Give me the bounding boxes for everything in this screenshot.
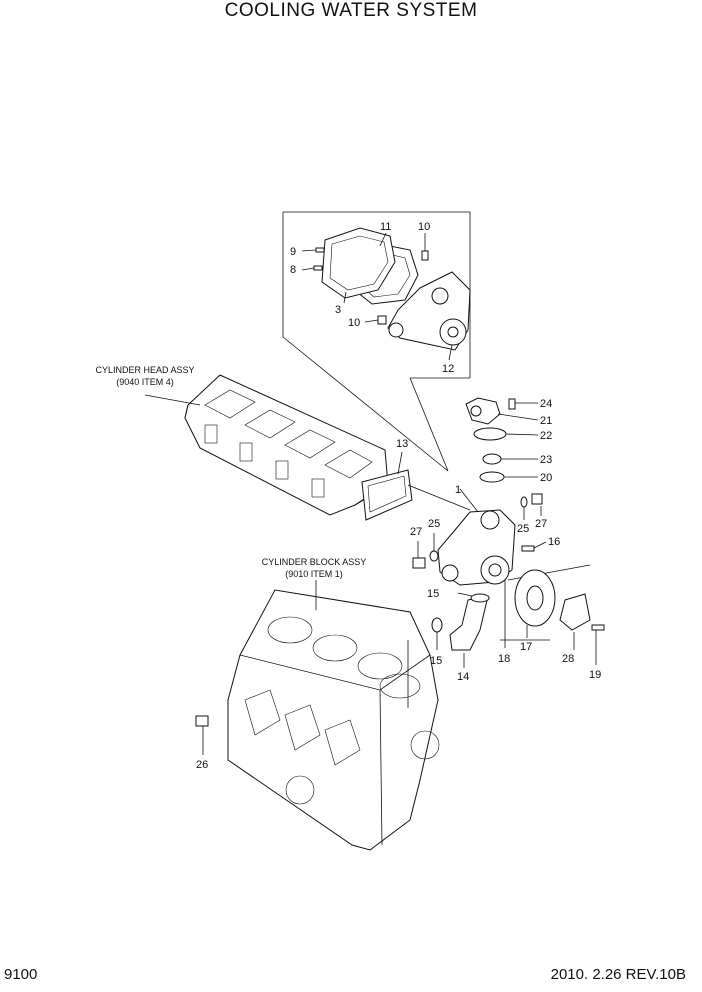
cylinder-head-ref-line1: CYLINDER HEAD ASSY (95, 365, 194, 375)
plug-26 (195, 715, 209, 727)
plug-10-lower (377, 315, 387, 325)
callout-24: 24 (540, 398, 552, 410)
o-ring-15-upper (470, 593, 490, 603)
callout-14: 14 (457, 671, 469, 683)
stud-10-upper (421, 250, 429, 261)
callout-22: 22 (540, 430, 552, 442)
page-number: 9100 (4, 966, 38, 983)
thermostat-23 (482, 453, 502, 465)
page-title: COOLING WATER SYSTEM (224, 0, 478, 21)
cylinder-block-ref-line2: (9010 ITEM 1) (285, 569, 343, 579)
plug-27-left (412, 557, 426, 569)
water-pump-body-12 (387, 271, 471, 351)
water-pump-assy-1 (437, 488, 516, 586)
callout-25-right: 25 (517, 523, 529, 535)
plug-27-right (531, 493, 543, 505)
callout-1: 1 (455, 484, 461, 496)
callout-8: 8 (290, 264, 296, 276)
cylinder-head-assy (184, 374, 389, 516)
callout-23: 23 (540, 454, 552, 466)
bolt-24 (508, 398, 516, 410)
thermostat-group (465, 397, 539, 483)
revision-date: 2010. 2.26 REV.10B (550, 966, 686, 983)
water-pipe-group (431, 592, 490, 668)
o-ring-20 (479, 471, 505, 483)
callout-16: 16 (548, 536, 560, 548)
bolt-9 (315, 247, 325, 253)
spacer-28 (559, 593, 591, 631)
callout-25-left: 25 (428, 518, 440, 530)
cylinder-block-assy (195, 580, 440, 851)
callout-9: 9 (290, 246, 296, 258)
callout-15-lower: 15 (430, 655, 442, 667)
cylinder-head-ref-line2: (9040 ITEM 4) (116, 377, 174, 387)
callout-13: 13 (396, 438, 408, 450)
callout-27-left: 27 (410, 526, 422, 538)
callout-10-lower: 10 (348, 317, 360, 329)
callout-17: 17 (520, 641, 532, 653)
callout-labels: 1 3 8 9 10 10 11 12 13 14 15 15 16 17 18… (196, 221, 601, 771)
washer-25-left (429, 550, 439, 562)
callout-10-upper: 10 (418, 221, 430, 233)
bolt-19 (591, 624, 605, 631)
callout-11: 11 (380, 221, 391, 233)
o-ring-15-lower (431, 617, 443, 633)
cylinder-block-ref-line1: CYLINDER BLOCK ASSY (262, 557, 367, 567)
callout-3: 3 (335, 304, 341, 316)
callout-28: 28 (562, 653, 574, 665)
reference-notes: CYLINDER HEAD ASSY (9040 ITEM 4) CYLINDE… (95, 365, 366, 579)
callout-26: 26 (196, 759, 208, 771)
callout-15-upper: 15 (427, 588, 439, 600)
gasket-13 (361, 469, 413, 521)
cover-plate-3 (321, 227, 396, 299)
callout-21: 21 (540, 415, 552, 427)
water-pipe-14 (449, 595, 489, 651)
callout-18: 18 (498, 653, 510, 665)
callout-12: 12 (442, 363, 454, 375)
washer-25-right (520, 496, 528, 508)
gasket-22 (473, 427, 507, 441)
detail-inset (282, 211, 471, 472)
bolt-16 (521, 545, 535, 552)
callout-19: 19 (589, 669, 601, 681)
pulley-group (500, 564, 605, 665)
callout-27-right: 27 (535, 518, 547, 530)
bolt-8 (313, 265, 323, 271)
callout-20: 20 (540, 472, 552, 484)
